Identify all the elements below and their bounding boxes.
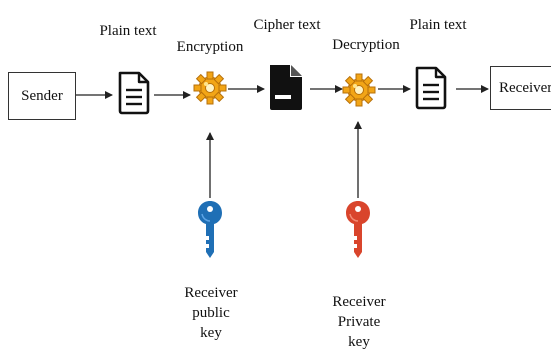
sender-box: Sender <box>8 72 76 120</box>
public-key-caption-line-3: key <box>200 325 222 341</box>
document-icon <box>415 66 447 110</box>
public-key-caption-line-2: public <box>192 305 230 321</box>
private-key-caption-line-1: Receiver <box>332 294 386 310</box>
gear-icon <box>342 73 376 107</box>
private-key-caption: Receiver Private key <box>322 292 396 352</box>
gear-icon <box>193 71 227 105</box>
document-icon <box>118 71 150 115</box>
cipher-document-icon <box>270 65 302 110</box>
public-key-caption-line-1: Receiver <box>184 285 238 301</box>
plain-text-label-1: Plain text <box>99 23 157 39</box>
private-key-caption-line-2: Private <box>337 314 381 330</box>
plain-text-label-2: Plain text <box>409 17 467 33</box>
key-icon <box>198 201 222 258</box>
public-key-caption: Receiver public key <box>174 283 248 343</box>
decryption-label: Decryption <box>332 37 400 53</box>
receiver-box: Receiver <box>490 66 551 110</box>
private-key-caption-line-3: key <box>348 334 370 350</box>
encryption-label: Encryption <box>176 39 244 55</box>
sender-label: Sender <box>21 87 63 104</box>
receiver-label: Receiver <box>499 79 551 96</box>
key-icon <box>346 201 370 258</box>
cipher-text-label: Cipher text <box>253 17 321 33</box>
